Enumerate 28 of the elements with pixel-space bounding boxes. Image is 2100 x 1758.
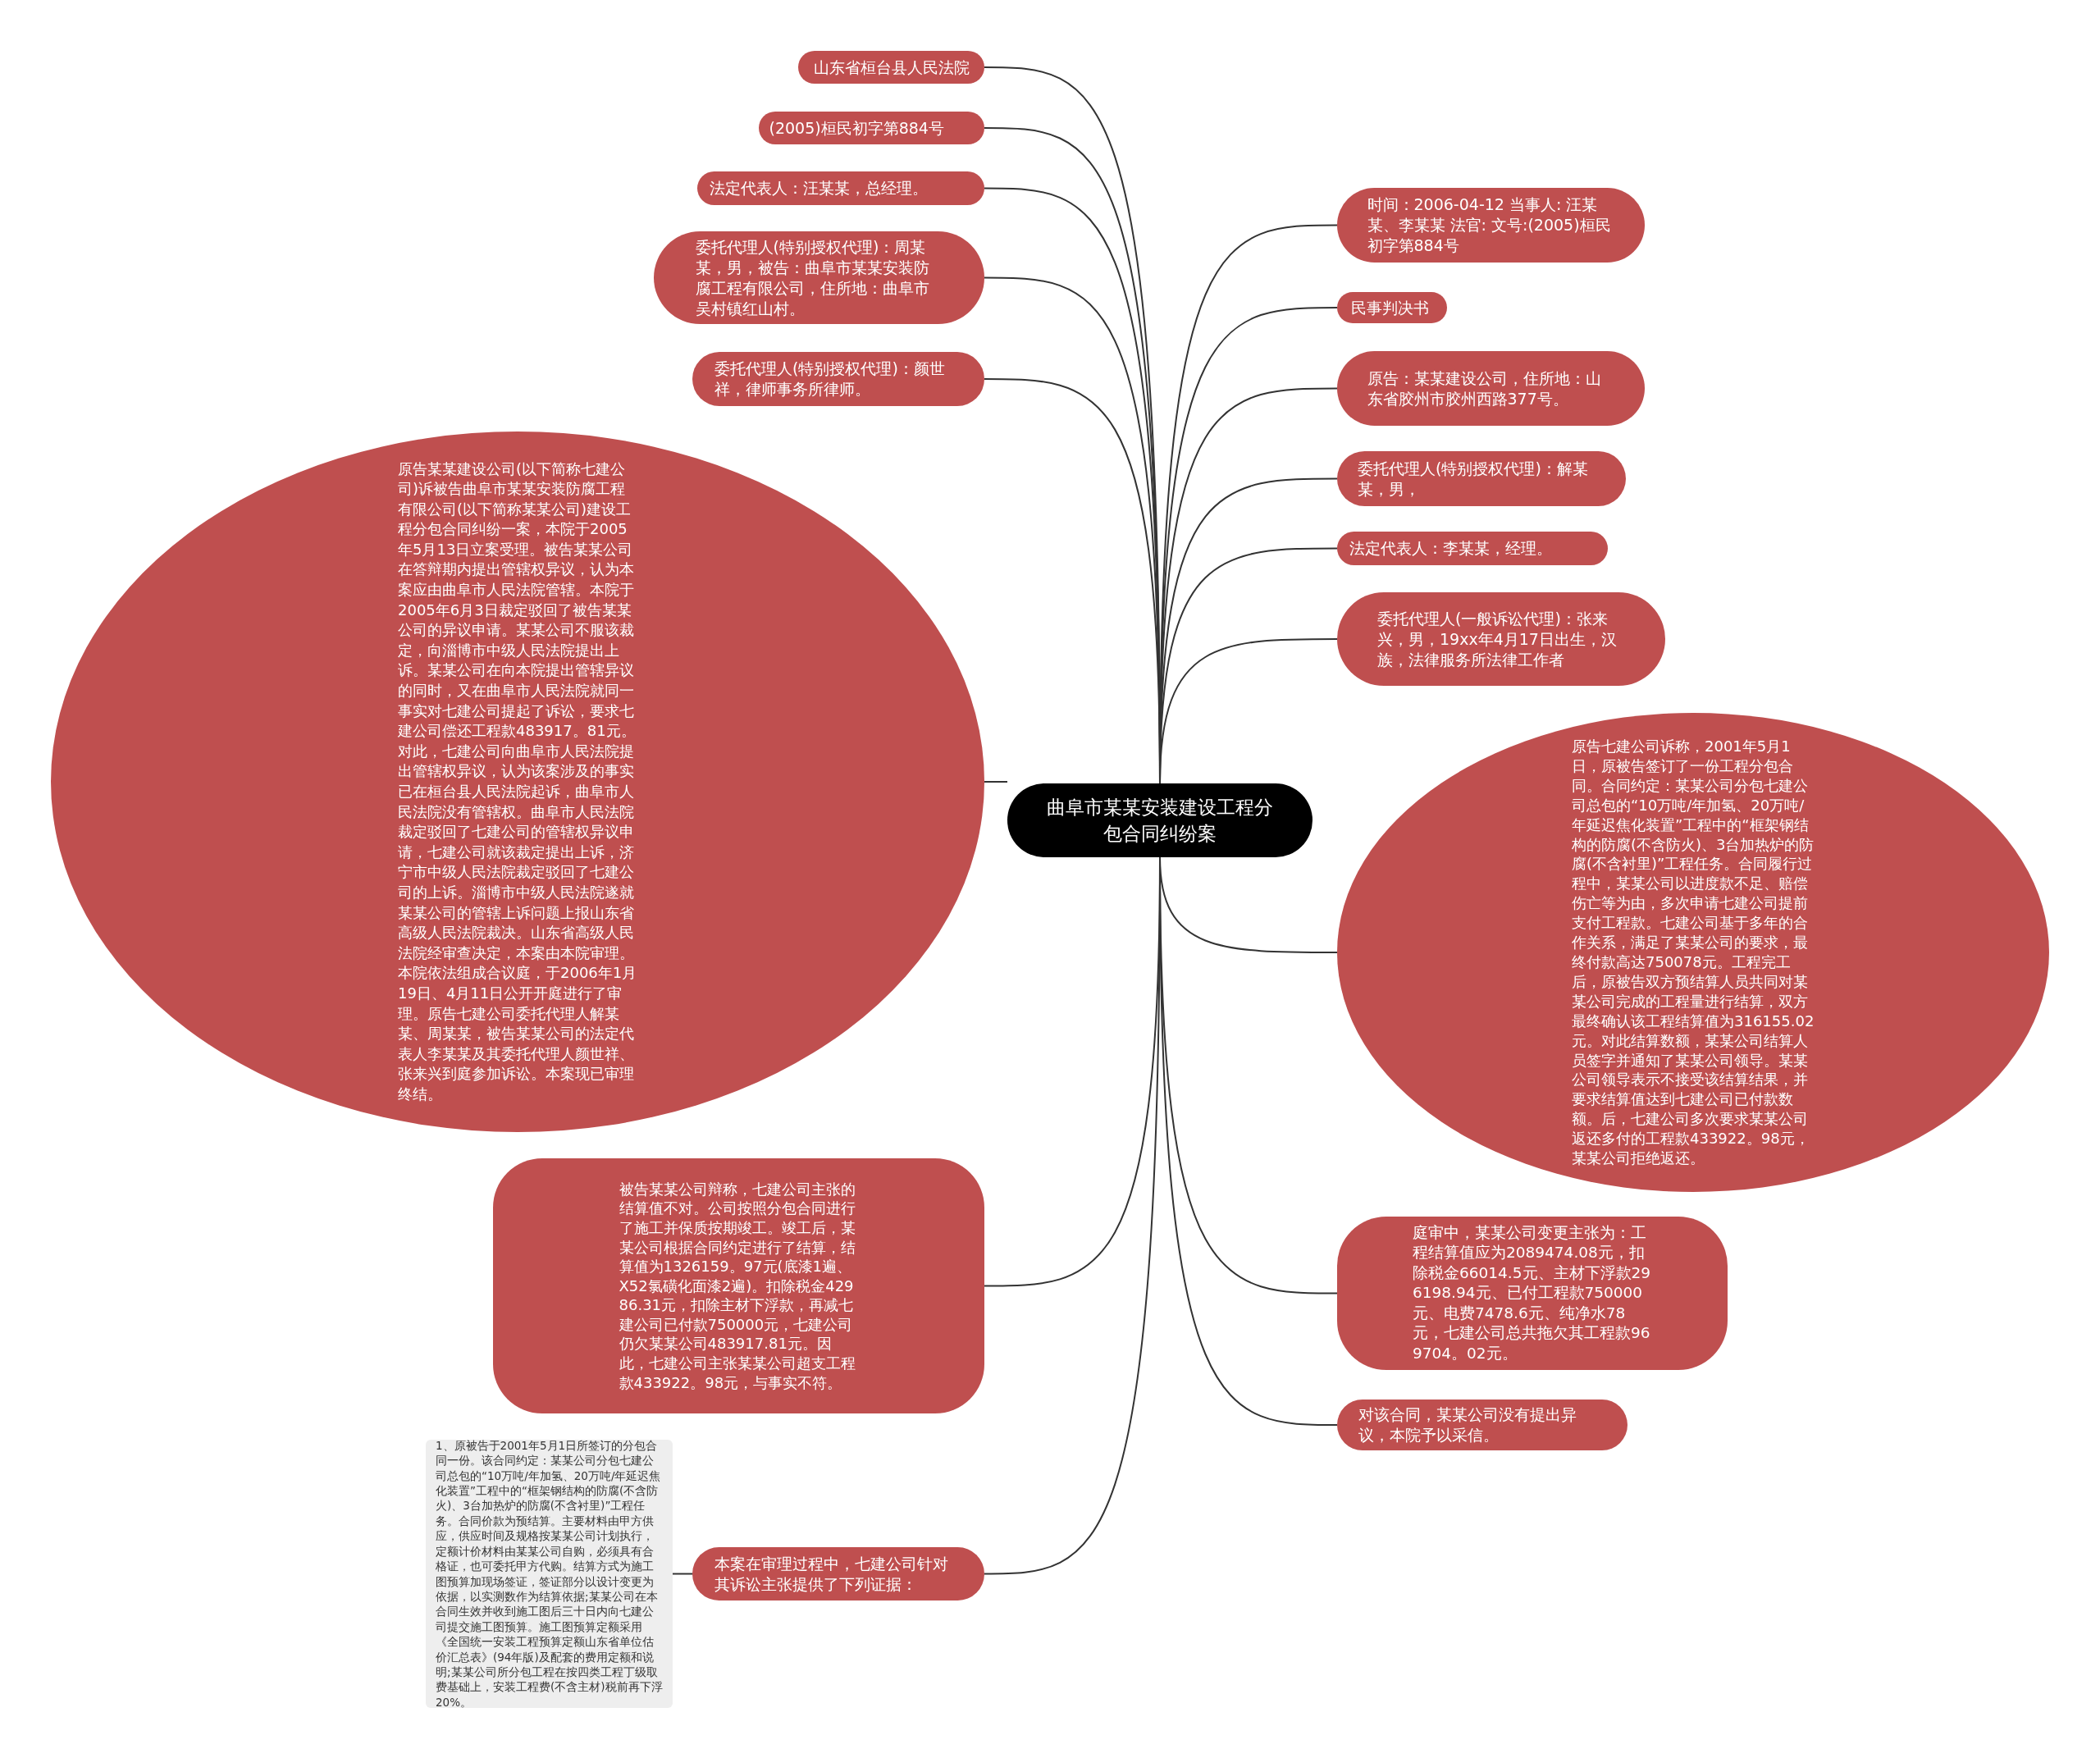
bubble-text: 原告七建公司诉称，2001年5月1日，原被告签订了一份工程分包合同。合同约定：某某公司分包七建公司总包的“10万吨/年加氢、20万吨/年延迟焦化装置”工程中的“框架钢结构的防腐(不含防火)、3台加热炉的防腐(不含衬里)”工程任务。合同履行过程中，某某公司以进度款不足、赔偿伤亡等为由，多次申请七建公司提前支付工程款。七建公司基于多年的合作关系，满足了某某公司的要求，最终付款高达750078元。工程完工后，原被告双方预结算人员共同对某某公司完成的工程量进行结算，双方最终确认该工程结算值为316155.02元。对此结算数额，某某公司结算人员签字并通知了某某公司领导。某某公司领导表示不接受该结算结果，并要求结算值达到七建公司已付款数额。后，七建公司多次要求某某公司返还多付的工程款433922。98元，某某公司拒绝返还。	[1572, 737, 1815, 1168]
bubble-text: 山东省桓台县人民法院	[813, 57, 970, 78]
bubble-text: 庭审中，某某公司变更主张为：工程结算值应为2089474.08元，扣除税金66014.5元、主材下浮款296198.94元、已付工程款750000元、电费7478.6元、纯净水78元，七建公司总共拖欠其工程款969704。02元。	[1413, 1222, 1652, 1363]
branch-bubble	[493, 1158, 984, 1413]
branch-bubble	[1337, 292, 1447, 323]
bubble-text: 被告某某公司辩称，七建公司主张的结算值不对。公司按照分包合同进行了施工并保质按期竣工。竣工后，某某公司根据合同约定进行了结算，结算值为1326159。97元(底漆1遍、X52氯磺化面漆2遍)。扣除税金42986.31元，扣除主材下浮款，再减七建公司已付款750000元，七建公司仍欠某某公司483917.81元。因此，七建公司主张某某公司超支工程款433922。98元，与事实不符。	[619, 1179, 856, 1393]
bubble-text: 本案在审理过程中，七建公司针对其诉讼主张提供了下列证据：	[714, 1553, 949, 1595]
bubble-text: 原告：某某建设公司，住所地：山东省胶州市胶州西路377号。	[1367, 368, 1602, 409]
bubble-text: 时间：2006-04-12 当事人: 汪某某、李某某 法官: 文号:(2005)桓民初字第884号	[1367, 194, 1612, 256]
branch-bubble	[1337, 1217, 1728, 1370]
branch-bubble	[1337, 532, 1608, 565]
branch-bubble	[759, 112, 984, 144]
bubble-text: 委托代理人(特别授权代理)：解某某，男，	[1358, 458, 1589, 500]
branch-bubble	[697, 171, 984, 205]
bubble-text: 对该合同，某某公司没有提出异议，本院予以采信。	[1358, 1404, 1577, 1445]
note-text: 1、原被告于2001年5月1日所签订的分包合同一份。该合同约定：某某公司分包七建公司总包的“10万吨/年加氢、20万吨/年延迟焦化装置”工程中的“框架钢结构的防腐(不含防火)、3台加热炉的防腐(不含衬里)”工程任务。合同价款为预结算。主要材料由甲方供应，供应时间及规格按某某公司计划执行，定额计价材料由某某公司自购，必须具有合格证，也可委托甲方代购。结算方式为施工图预算加现场签证，签证部分以设计变更为依据，以实测数作为结算依据;某某公司在本合同生效并收到施工图后三十日内向七建公司提交施工图预算。施工图预算定额采用《全国统一安装工程预算定额山东省单位估价汇总表》(94年版)及配套的费用定额和说明;某某公司所分包工程在按四类工程丁级取费基础上，安装工程费(不含主材)税前再下浮20%。	[436, 1437, 663, 1710]
connector-line	[984, 781, 1008, 783]
bubble-text: 委托代理人(一般诉讼代理)：张来兴，男，19xx年4月17日出生，汉族，法律服务所法律工作者	[1377, 608, 1618, 670]
bubble-text: 民事判决书	[1351, 297, 1430, 318]
bubble-text: 委托代理人(特别授权代理)：颜世祥，律师事务所律师。	[714, 358, 946, 400]
bubble-text: 原告某某建设公司(以下简称七建公司)诉被告曲阜市某某安装防腐工程有限公司(以下简称某某公司)建设工程分包合同纠纷一案，本院于2005年5月13日立案受理。被告某某公司在答辩期内提出管辖权异议，认为本案应由曲阜市人民法院管辖。本院于2005年6月3日裁定驳回了被告某某公司的异议申请。某某公司不服该裁定，向淄博市中级人民法院提出上诉。某某公司在向本院提出管辖异议的同时，又在曲阜市人民法院就同一事实对七建公司提起了诉讼，要求七建公司偿还工程款483917。81元。对此，七建公司向曲阜市人民法院提出管辖权异议，认为该案涉及的事实已在桓台县人民法院起诉，曲阜市人民法院没有管辖权。曲阜市人民法院裁定驳回了七建公司的管辖权异议申请，七建公司就该裁定提出上诉，济宁市中级人民法院裁定驳回了七建公司的上诉。淄博市中级人民法院遂就某某公司的管辖上诉问题上报山东省高级人民法院裁决。山东省高级人民法院经审查决定，本案由本院审理。本院依法组成合议庭，于2006年1月19日、4月11日公开开庭进行了审理。原告七建公司委托代理人解某某、周某某，被告某某公司的法定代表人李某某及其委托代理人颜世祥、张来兴到庭参加诉讼。本案现已审理终结。	[398, 459, 637, 1104]
bubble-text: 法定代表人：汪某某，总经理。	[710, 178, 929, 199]
connector-line	[672, 1573, 693, 1575]
bubble-text: 委托代理人(特别授权代理)：周某某，男，被告：曲阜市某某安装防腐工程有限公司，住所地：曲阜市吴村镇红山村。	[695, 236, 930, 319]
bubble-text: (2005)桓民初字第884号	[769, 117, 945, 139]
bubble-text: 法定代表人：李某某，经理。	[1349, 538, 1553, 559]
branch-bubble	[798, 51, 984, 84]
topic-title: 曲阜市某某安装建设工程分包合同纠纷案	[1046, 796, 1274, 846]
